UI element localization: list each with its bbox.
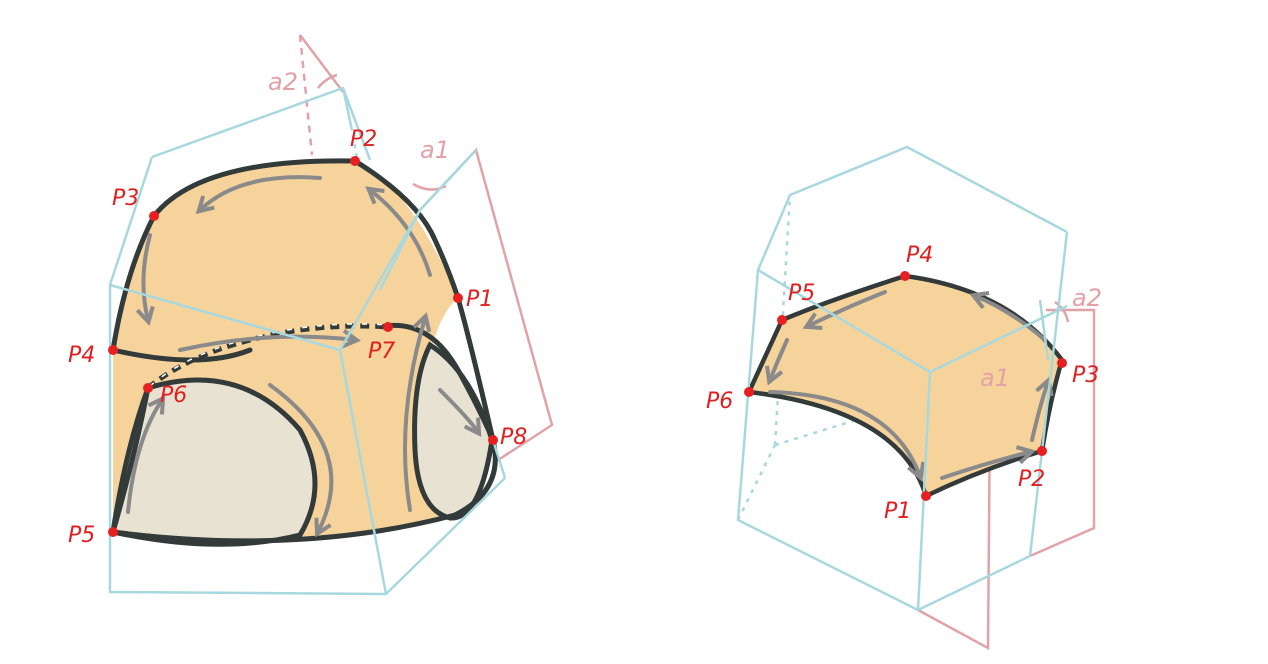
right-point-p1 (921, 491, 931, 501)
right-point-p4 (900, 271, 910, 281)
right-flow-arrows (765, 290, 1054, 482)
left-point-p2 (350, 156, 360, 166)
right-point-p3 (1057, 358, 1067, 368)
left-label-p5: P5 (68, 523, 95, 548)
right-label-p1: P1 (884, 499, 911, 524)
left-box (108, 86, 507, 596)
left-label-p4: P4 (68, 343, 95, 368)
right-label-p4: P4 (906, 243, 933, 268)
left-seam-dashed (146, 323, 389, 390)
right-points (744, 271, 1067, 501)
left-label-p2: P2 (350, 127, 377, 152)
left-label-p7: P7 (368, 339, 395, 364)
left-figure: P1 P2 P3 P4 P5 P6 P7 P8 a2 a1 (68, 34, 554, 596)
left-label-a1: a1 (420, 136, 450, 164)
right-label-a1: a1 (980, 364, 1010, 392)
right-label-p5: P5 (788, 281, 815, 306)
right-figure: P1 P2 P3 P4 P5 P6 a1 a2 (706, 145, 1102, 651)
right-surface (746, 273, 1065, 499)
right-labels: P1 P2 P3 P4 P5 P6 a1 a2 (706, 243, 1102, 524)
left-point-p8 (488, 435, 498, 445)
left-point-p3 (149, 211, 159, 221)
right-label-p6: P6 (706, 389, 733, 414)
left-points (108, 156, 498, 537)
right-point-p2 (1037, 446, 1047, 456)
left-point-p4 (108, 345, 118, 355)
left-flow-arrows (126, 175, 482, 538)
left-labels: P1 P2 P3 P4 P5 P6 P7 P8 a2 a1 (68, 68, 527, 548)
left-label-a2: a2 (268, 68, 298, 96)
left-label-p3: P3 (112, 186, 139, 211)
left-opening-front (110, 377, 318, 547)
right-label-p3: P3 (1072, 363, 1099, 388)
left-label-p1: P1 (466, 287, 493, 312)
left-point-p5 (108, 527, 118, 537)
left-label-p6: P6 (160, 383, 187, 408)
left-label-p8: P8 (500, 425, 527, 450)
right-point-p6 (744, 387, 754, 397)
right-box (736, 145, 1069, 612)
left-opening-side (412, 341, 495, 521)
left-point-p7 (383, 322, 393, 332)
right-label-a2: a2 (1072, 284, 1102, 312)
left-point-p1 (453, 293, 463, 303)
right-point-p5 (777, 315, 787, 325)
right-label-p2: P2 (1018, 467, 1045, 492)
left-point-p6 (143, 383, 153, 393)
right-plane-a2 (1029, 300, 1096, 558)
